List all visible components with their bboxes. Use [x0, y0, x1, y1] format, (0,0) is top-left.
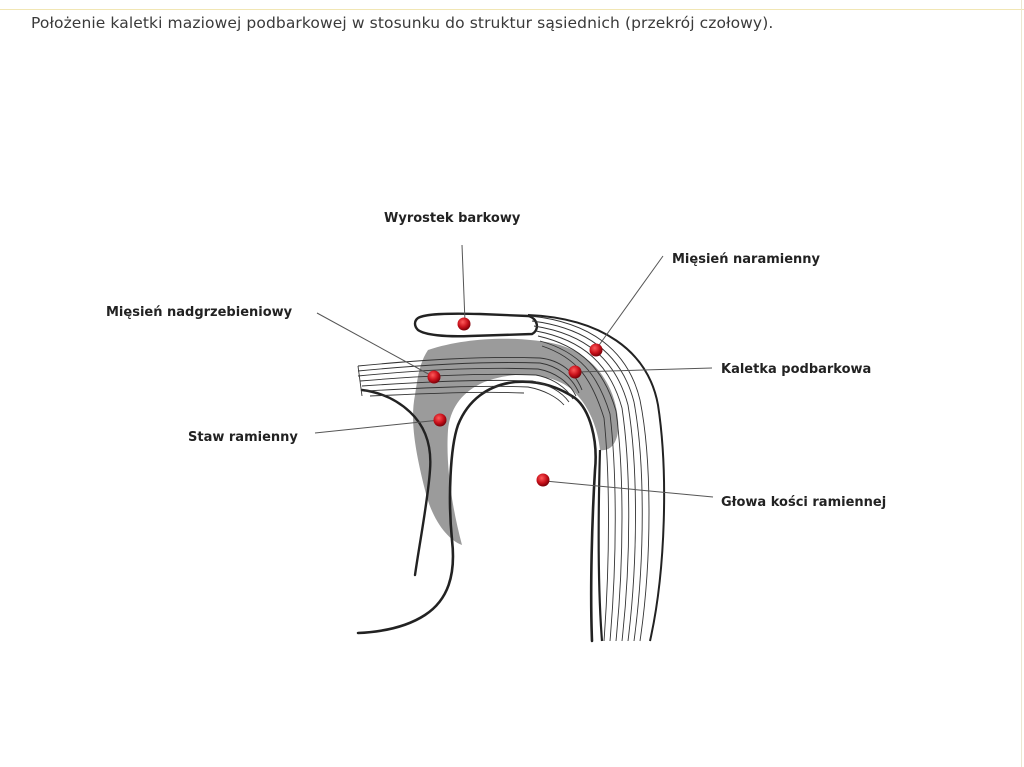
leader-lines: [314, 244, 714, 498]
bursa-shape: [413, 338, 619, 545]
label-bursa: Kaletka podbarkowa: [721, 362, 871, 377]
leader-deltoid: [596, 255, 664, 349]
humerus-shaft-left: [597, 449, 604, 642]
acromion-shape: [413, 312, 539, 338]
label-humeral-head: Głowa kości ramiennej: [721, 495, 886, 510]
marker-joint: [433, 413, 447, 427]
deltoid-fibres: [529, 315, 650, 642]
marker-acromion: [457, 317, 471, 331]
label-acromion: Wyrostek barkowy: [384, 211, 521, 226]
deltoid-outer-edge: [527, 314, 666, 642]
humerus-outline: [356, 380, 597, 643]
leader-joint: [314, 419, 441, 434]
marker-bursa: [568, 365, 582, 379]
top-rule: [0, 9, 1024, 10]
slide-caption: Położenie kaletki maziowej podbarkowej w…: [31, 14, 774, 32]
leader-supraspinatus: [316, 312, 433, 377]
marker-supraspinatus: [427, 370, 441, 384]
label-deltoid: Mięsień naramienny: [672, 252, 821, 267]
right-rule: [1021, 0, 1022, 767]
marker-humeral-head: [536, 473, 550, 487]
label-joint: Staw ramienny: [188, 430, 298, 445]
leader-bursa: [575, 367, 713, 373]
scapula-outline: [360, 388, 432, 577]
leader-acromion: [461, 244, 466, 323]
leader-humeral-head: [544, 480, 714, 498]
marker-deltoid: [589, 343, 603, 357]
label-supraspinatus: Mięsień nadgrzebieniowy: [106, 305, 293, 320]
